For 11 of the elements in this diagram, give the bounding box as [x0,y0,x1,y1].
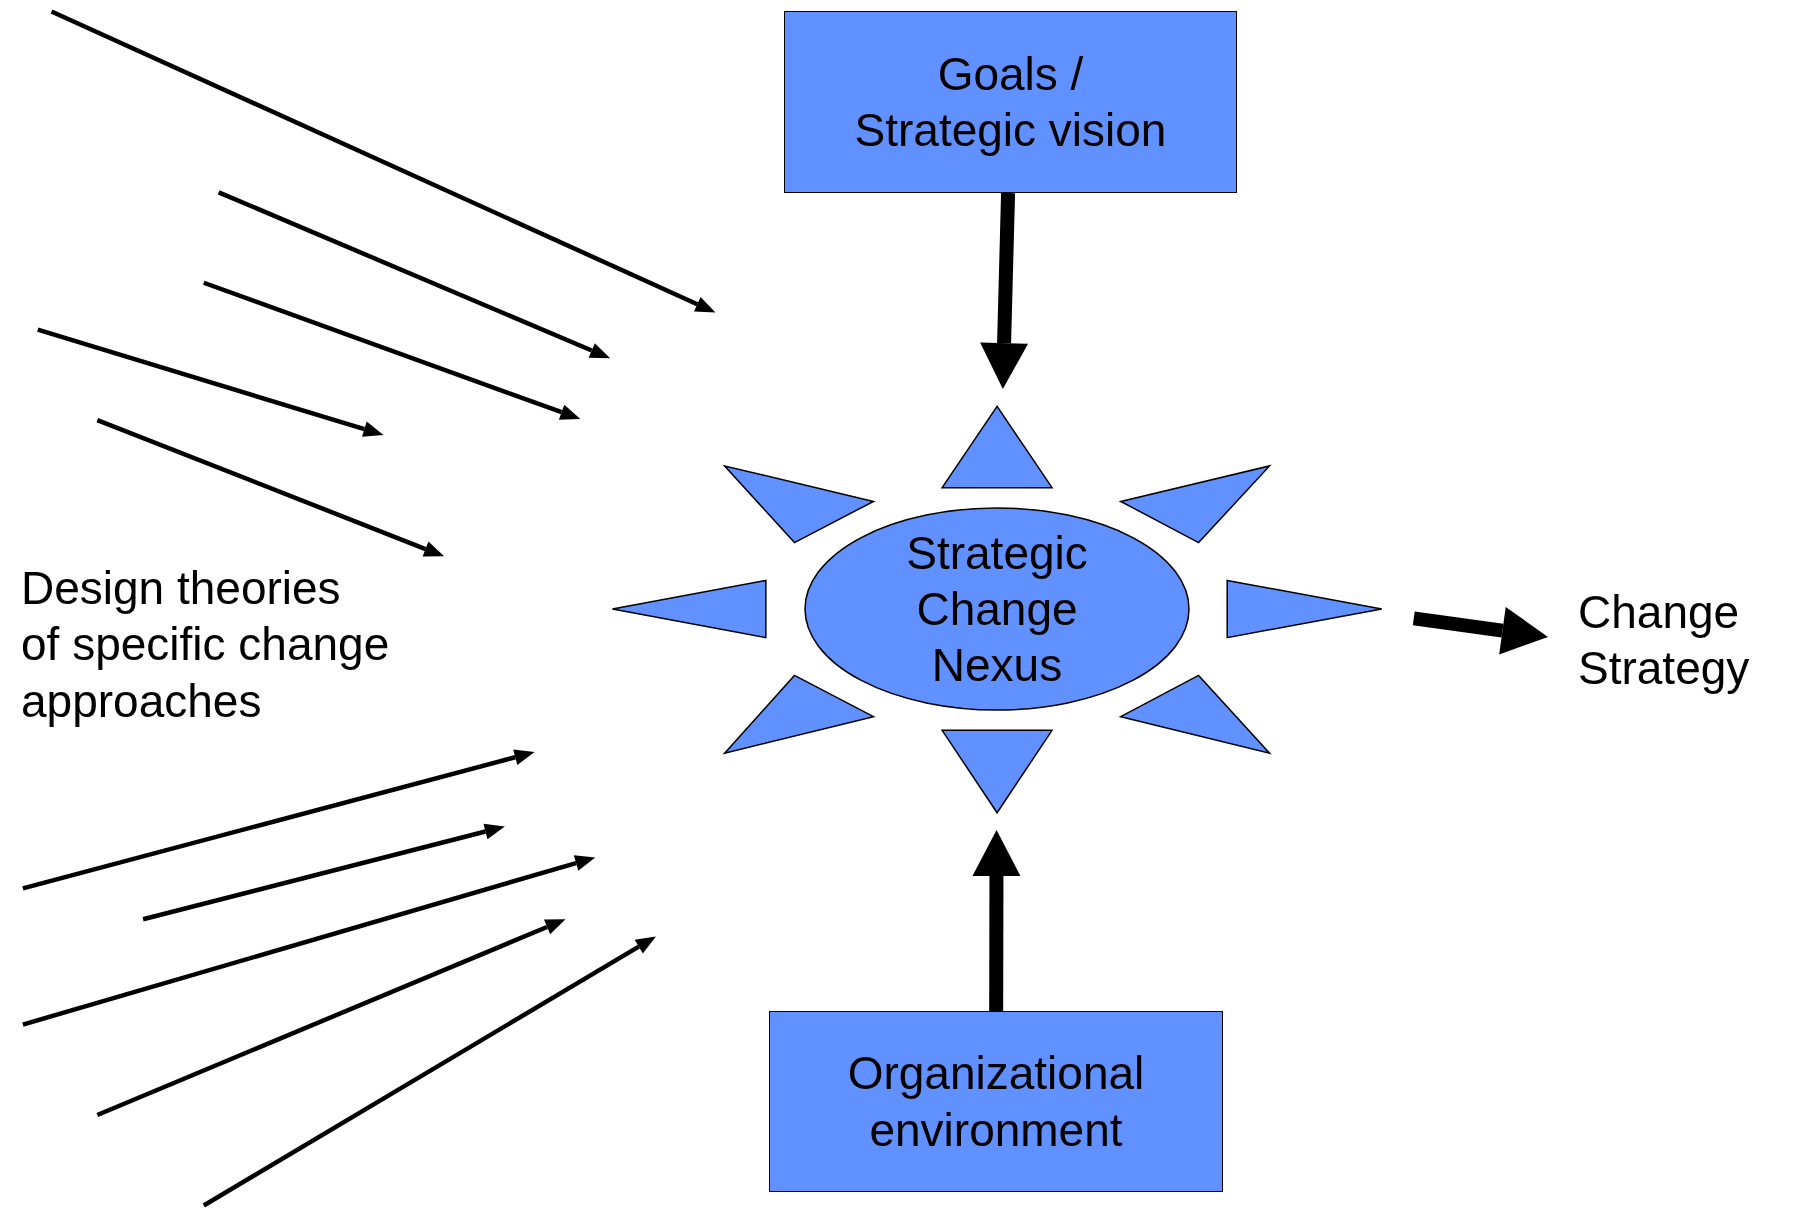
node-label: Strategic Change Nexus [905,525,1089,694]
node-label: Organizational environment [846,1046,1146,1158]
text-label: Design theories of specific change approaches [21,561,391,729]
node-label: Goals / Strategic vision [853,46,1168,158]
goal-box [784,11,1237,193]
arrow [1412,606,1548,655]
text-label: Change Strategy [1578,584,1751,696]
environment-box [769,1011,1223,1192]
arrow [980,192,1029,390]
nexus-ellipse [804,507,1190,711]
arrow [972,830,1021,1012]
